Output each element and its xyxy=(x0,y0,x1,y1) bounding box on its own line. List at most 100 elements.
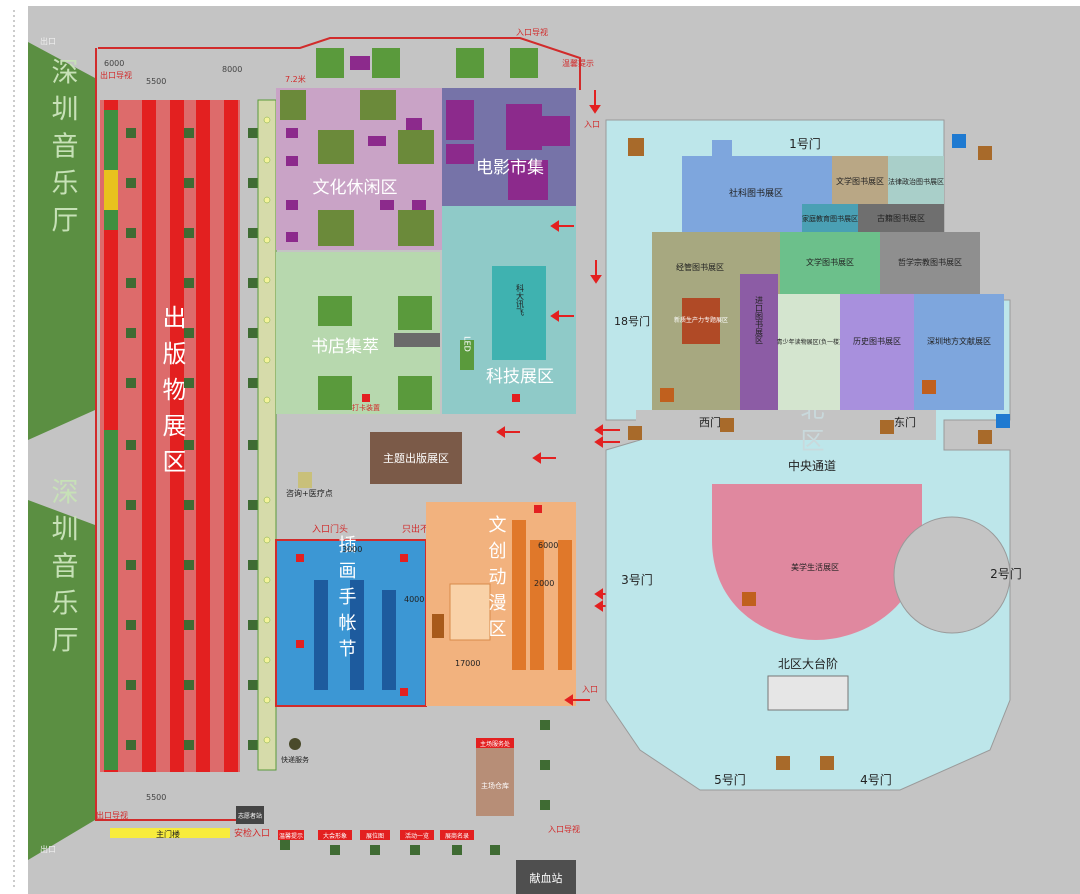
door-4-label: 4号门 xyxy=(860,772,892,787)
walkway-strip xyxy=(257,99,277,771)
booth-map-label: 展位图 xyxy=(366,832,384,840)
hall-family-label: 家庭教育图书展区 xyxy=(802,214,858,223)
door-2-label: 2号门 xyxy=(990,566,1022,581)
concert-hall-top-label: 深圳音乐厅 xyxy=(47,57,79,242)
dim-8000: 8000 xyxy=(222,65,242,74)
central-aisle-label: 中央通道 xyxy=(788,458,836,473)
hall-history xyxy=(840,294,914,410)
dim-5500-bottom: 5500 xyxy=(146,793,166,802)
zone-illustration-label: 插画手帐节 xyxy=(336,535,357,665)
hall-import-label: 进口图书展区 xyxy=(755,296,764,344)
flow-arrows xyxy=(496,90,620,706)
hall-ancient xyxy=(858,204,944,232)
concert-hall-top xyxy=(28,42,95,440)
main-service xyxy=(476,738,514,748)
door-18-label: 18号门 xyxy=(614,314,650,328)
express-icon xyxy=(289,738,301,750)
entry-head-label: 入口门头 xyxy=(312,523,348,535)
hall-law-label: 法律政治图书展区 xyxy=(888,177,944,186)
hall-history-label: 历史图书展区 xyxy=(853,336,901,346)
exit-guide-top: 出口导视 xyxy=(100,70,132,80)
exhibitors-label: 展商名录 xyxy=(445,832,469,840)
main-warehouse-label: 主场仓库 xyxy=(481,781,509,790)
publication-booth-rows xyxy=(104,100,238,772)
zone-publication-label: 出版物展区 xyxy=(158,305,186,485)
hall-economics-label: 经管图书展区 xyxy=(676,262,724,272)
hall-literature-a xyxy=(832,156,888,204)
exit-top: 出口 xyxy=(40,36,56,46)
zone-bookstore-label: 书店集萃 xyxy=(311,337,379,357)
dim-4000-ill: 4000 xyxy=(404,595,424,604)
zone-culture-label: 文化休闲区 xyxy=(313,178,398,198)
hall-youth-label: 青少年读物展区(负一楼) xyxy=(777,338,842,346)
hall-family xyxy=(802,204,858,232)
north-steps xyxy=(767,675,849,711)
entrance-guide-top: 入口导视 xyxy=(516,27,548,37)
zone-film-label: 电影市集 xyxy=(476,158,544,178)
door-west-label: 西门 xyxy=(699,415,721,429)
north-steps-label: 北区大台阶 xyxy=(778,656,838,671)
dim-6000-cr: 6000 xyxy=(538,541,558,550)
zone-theme xyxy=(370,432,462,484)
warm-tip2-label: 温馨提示 xyxy=(279,832,303,840)
main-warehouse xyxy=(476,748,514,816)
led-sign-lrlr xyxy=(394,333,440,347)
blood-station xyxy=(516,860,576,894)
zone-theme-label: 主题出版展区 xyxy=(383,451,449,465)
hall-aesthetics xyxy=(712,484,922,640)
hall-new-productivity xyxy=(682,298,720,344)
exit-guide-bottom: 出口导视 xyxy=(96,810,128,820)
hall-literature-b xyxy=(780,232,880,294)
entrance-right: 入口 xyxy=(582,685,598,694)
entrance-guide-bottom: 入口导视 xyxy=(548,824,580,834)
volunteer-label: 志愿者站 xyxy=(238,812,262,820)
hall-literature-a-label: 文学图书展区 xyxy=(836,176,884,186)
dim-17000: 17000 xyxy=(455,659,480,668)
main-service-label: 主场服务处 xyxy=(480,740,510,748)
restroom-icons xyxy=(628,134,1010,770)
hall-aesthetics-label: 美学生活展区 xyxy=(791,562,839,572)
hall-blocks: 社科图书展区 文学图书展区 法律政治图书展区 家庭教育图书展区 古籍图书展区 经… xyxy=(652,140,1004,640)
main-gate-label: 主门楼 xyxy=(156,829,180,839)
tree-markers xyxy=(126,48,550,855)
zone-tech-label: 科技展区 xyxy=(486,367,554,387)
atm-icons xyxy=(660,380,936,606)
exit-bottom: 出口 xyxy=(40,844,56,854)
warm-tip-top: 温馨提示 xyxy=(562,58,594,68)
door-3-label: 3号门 xyxy=(621,572,653,587)
hall-ancient-label: 古籍图书展区 xyxy=(877,213,925,223)
hall-shenzhen-label: 深圳地方文献展区 xyxy=(927,336,991,346)
hall-social xyxy=(682,140,832,232)
dim-2000-cr: 2000 xyxy=(534,579,554,588)
concert-hall-bottom xyxy=(28,500,95,860)
hall-new-productivity-label: 新质生产力专题展区 xyxy=(674,316,728,324)
north-rotunda xyxy=(893,516,1011,634)
hall-law xyxy=(888,156,944,204)
checkin-label: 打卡装置 xyxy=(352,403,380,412)
hall-literature-b-label: 文学图书展区 xyxy=(806,257,854,267)
blood-station-label: 献血站 xyxy=(530,871,563,885)
dim-5500-top: 5500 xyxy=(146,77,166,86)
hall-import xyxy=(740,274,778,410)
dim-3000-ill: 3000 xyxy=(342,545,362,554)
entrance-top: 入口 xyxy=(584,120,600,129)
consult-point xyxy=(298,472,312,488)
hall-youth xyxy=(778,294,840,410)
hall-philosophy xyxy=(880,232,980,294)
tech-fly-label: 科大讯飞 xyxy=(516,283,525,316)
hall-philosophy-label: 哲学宗教图书展区 xyxy=(898,257,962,267)
door-5-label: 5号门 xyxy=(714,772,746,787)
hall-social-label: 社科图书展区 xyxy=(729,187,783,199)
conf-image-label: 大会形象 xyxy=(323,832,347,840)
door-1-label: 1号门 xyxy=(789,136,821,151)
led-label: LED xyxy=(463,336,472,352)
tech-fly-booth xyxy=(492,266,546,360)
dim-72: 7.2米 xyxy=(285,74,306,84)
express-label: 快递服务 xyxy=(281,755,309,764)
consult-label: 咨询+医疗点 xyxy=(286,488,333,498)
activity-label: 活动一览 xyxy=(405,832,429,840)
led-screen xyxy=(460,340,474,370)
plaza-boundary xyxy=(95,48,240,821)
dim-6000: 6000 xyxy=(104,59,124,68)
